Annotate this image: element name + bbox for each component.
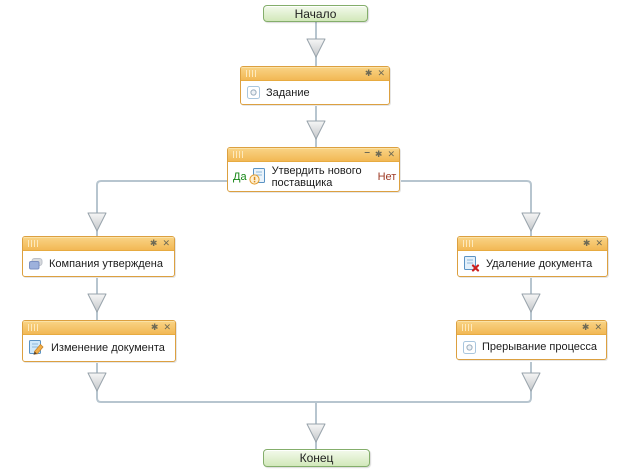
arrow-down-icon xyxy=(87,212,107,232)
document-edit-icon xyxy=(29,340,45,356)
decision-node[interactable]: – ✱ ✕ Да Утвердить нового по xyxy=(227,147,400,192)
arrow-down-icon xyxy=(521,293,541,313)
settings-gear-icon[interactable]: ✱ xyxy=(581,322,590,332)
start-node[interactable]: Начало xyxy=(263,5,368,22)
arrow-down-icon xyxy=(87,293,107,313)
task-node-label: Задание xyxy=(266,86,310,99)
arrow-down-icon xyxy=(521,212,541,232)
drag-grip-icon[interactable] xyxy=(28,324,39,331)
close-icon[interactable]: ✕ xyxy=(163,322,171,332)
close-icon[interactable]: ✕ xyxy=(162,238,170,248)
decision-node-label: Утвердить нового поставщика xyxy=(271,164,362,189)
decision-no-label: Нет xyxy=(377,170,397,183)
minimize-icon[interactable]: – xyxy=(364,147,370,158)
decision-yes-label: Да xyxy=(233,170,247,183)
document-delete-icon xyxy=(464,255,480,272)
settings-gear-icon[interactable]: ✱ xyxy=(364,68,373,78)
connector-no-branch xyxy=(400,180,532,236)
end-node-label: Конец xyxy=(299,451,334,465)
drag-grip-icon[interactable] xyxy=(246,70,257,77)
task-node-header[interactable]: ✱ ✕ xyxy=(241,67,389,81)
drag-grip-icon[interactable] xyxy=(233,151,244,158)
task-square-icon xyxy=(463,340,476,354)
settings-gear-icon[interactable]: ✱ xyxy=(374,149,383,159)
approval-stamp-icon xyxy=(29,257,43,270)
connector-merge-left xyxy=(96,362,316,403)
settings-gear-icon[interactable]: ✱ xyxy=(149,238,158,248)
company-approved-label: Компания утверждена xyxy=(49,257,163,270)
drag-grip-icon[interactable] xyxy=(28,240,39,247)
company-approved-node[interactable]: ✱ ✕ Компания утверждена xyxy=(22,236,175,277)
settings-gear-icon[interactable]: ✱ xyxy=(582,238,591,248)
document-deletion-node[interactable]: ✱ ✕ Удаление документа xyxy=(457,236,608,277)
arrow-down-icon xyxy=(87,372,107,392)
process-interrupt-node[interactable]: ✱ ✕ Прерывание процесса xyxy=(456,320,607,360)
company-approved-node-header[interactable]: ✱ ✕ xyxy=(23,237,174,251)
task-node[interactable]: ✱ ✕ Задание xyxy=(240,66,390,105)
start-node-label: Начало xyxy=(294,6,337,21)
document-change-node-header[interactable]: ✱ ✕ xyxy=(23,321,175,335)
close-icon[interactable]: ✕ xyxy=(594,322,602,332)
process-interrupt-label: Прерывание процесса xyxy=(482,341,598,353)
end-node[interactable]: Конец xyxy=(263,449,370,467)
close-icon[interactable]: ✕ xyxy=(377,68,385,78)
task-square-icon xyxy=(247,86,260,99)
document-deletion-node-header[interactable]: ✱ ✕ xyxy=(458,237,607,251)
document-deletion-label: Удаление документа xyxy=(486,257,593,270)
close-icon[interactable]: ✕ xyxy=(595,238,603,248)
connector-merge-right xyxy=(316,362,532,403)
drag-grip-icon[interactable] xyxy=(462,324,473,331)
document-change-label: Изменение документа xyxy=(51,342,165,354)
decision-node-header[interactable]: – ✱ ✕ xyxy=(228,148,399,162)
drag-grip-icon[interactable] xyxy=(463,240,474,247)
settings-gear-icon[interactable]: ✱ xyxy=(150,322,159,332)
document-change-node[interactable]: ✱ ✕ Изменение документа xyxy=(22,320,176,362)
connector-yes-branch xyxy=(96,180,227,236)
arrow-down-icon xyxy=(521,372,541,392)
close-icon[interactable]: ✕ xyxy=(387,149,395,159)
arrow-down-icon xyxy=(306,38,326,58)
arrow-down-icon xyxy=(306,120,326,140)
arrow-down-icon xyxy=(306,423,326,443)
process-interrupt-node-header[interactable]: ✱ ✕ xyxy=(457,321,606,335)
document-exclamation-icon xyxy=(248,168,266,185)
